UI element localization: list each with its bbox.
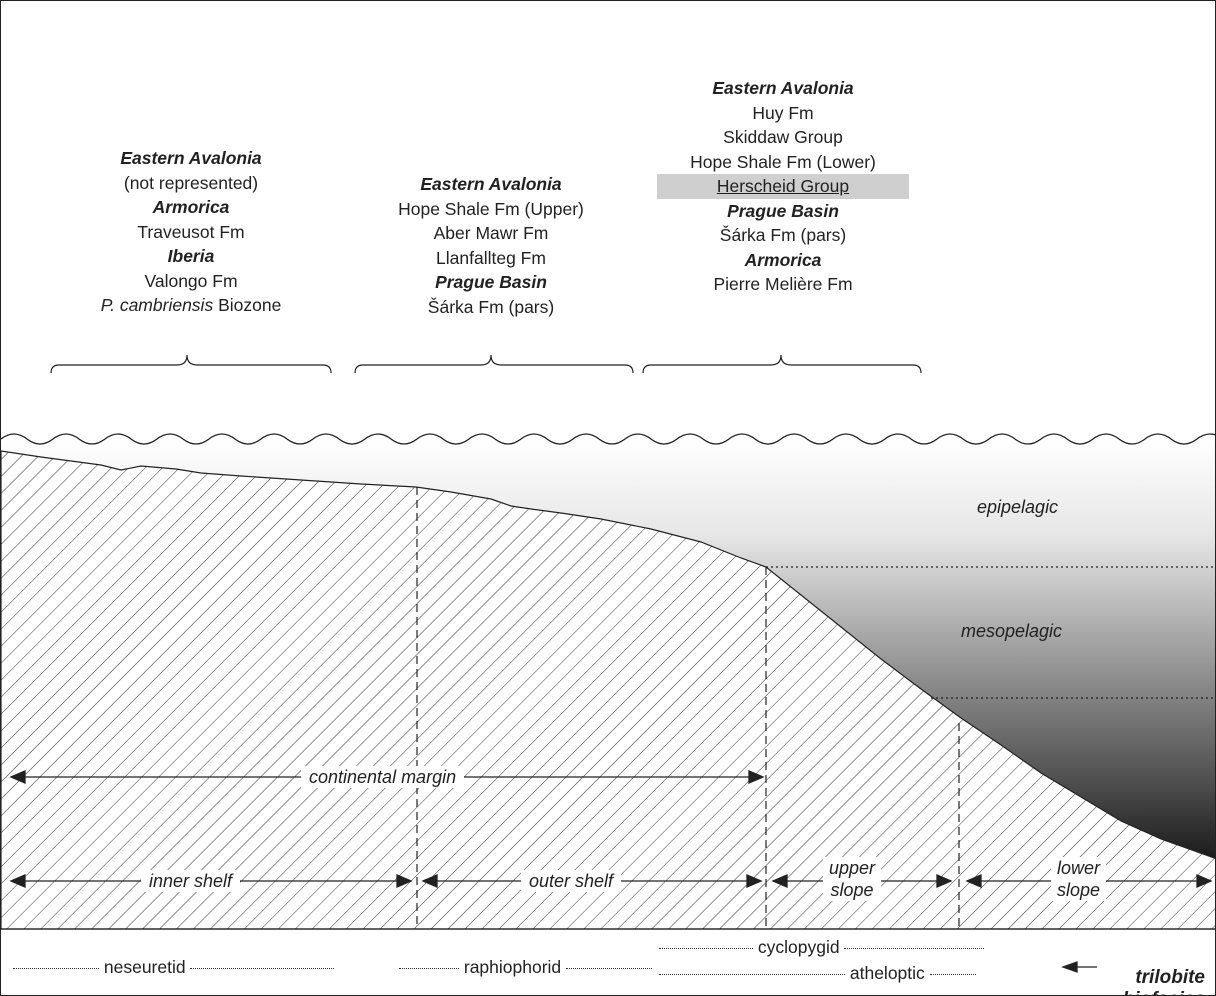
sea-surface [1, 433, 1215, 445]
trilobite-biofacies-legend: trilobite biofacies [1123, 967, 1205, 995]
formation-line: Eastern Avalonia [420, 174, 562, 194]
formation-line: Herscheid Group [633, 174, 933, 199]
mesopelagic-label: mesopelagic [961, 621, 1063, 641]
formation-line: Eastern Avalonia [712, 78, 854, 98]
formation-line: Hope Shale Fm (Lower) [690, 151, 876, 172]
inner-shelf-label: inner shelf [141, 870, 241, 892]
brace-column-1 [50, 354, 332, 374]
formation-line: Armorica [744, 249, 822, 270]
formation-line: Llanfallteg Fm [436, 247, 546, 268]
brace-column-2 [354, 354, 634, 374]
formation-line: Šárka Fm (pars) [719, 225, 847, 245]
brace-column-3 [642, 354, 922, 374]
formation-line: Eastern Avalonia [120, 148, 262, 168]
formation-line: Armorica [152, 197, 230, 217]
formation-line: Valongo Fm [144, 270, 238, 291]
formation-line: P. cambriensis Biozone [100, 295, 282, 315]
formation-line: Hope Shale Fm (Upper) [398, 198, 584, 219]
neseuretid-facies: neseuretid [13, 957, 335, 978]
cyclopygid-facies: cyclopygid [659, 937, 985, 958]
formation-line: Skiddaw Group [723, 127, 843, 147]
formation-line: Huy Fm [752, 102, 814, 123]
herscheid-group-highlight: Herscheid Group [657, 174, 909, 199]
continental-margin-label: continental margin [301, 766, 465, 788]
atheloptic-facies: atheloptic [659, 963, 976, 984]
formation-line: Prague Basin [435, 272, 547, 292]
column-1-text: Eastern Avalonia (not represented) Armoric… [41, 146, 341, 318]
formation-line: Pierre Melière Fm [713, 274, 853, 294]
outer-shelf-label: outer shelf [521, 870, 622, 892]
formation-line: Iberia [167, 246, 215, 266]
formation-line: Aber Mawr Fm [433, 223, 549, 243]
raphiophorid-facies: raphiophorid [399, 957, 653, 978]
formation-line: (not represented) [123, 172, 259, 193]
formation-line: Traveusot Fm [137, 221, 245, 242]
formation-line: Prague Basin [727, 200, 839, 221]
formation-line: Šárka Fm (pars) [427, 296, 555, 317]
epipelagic-label: epipelagic [977, 497, 1059, 517]
